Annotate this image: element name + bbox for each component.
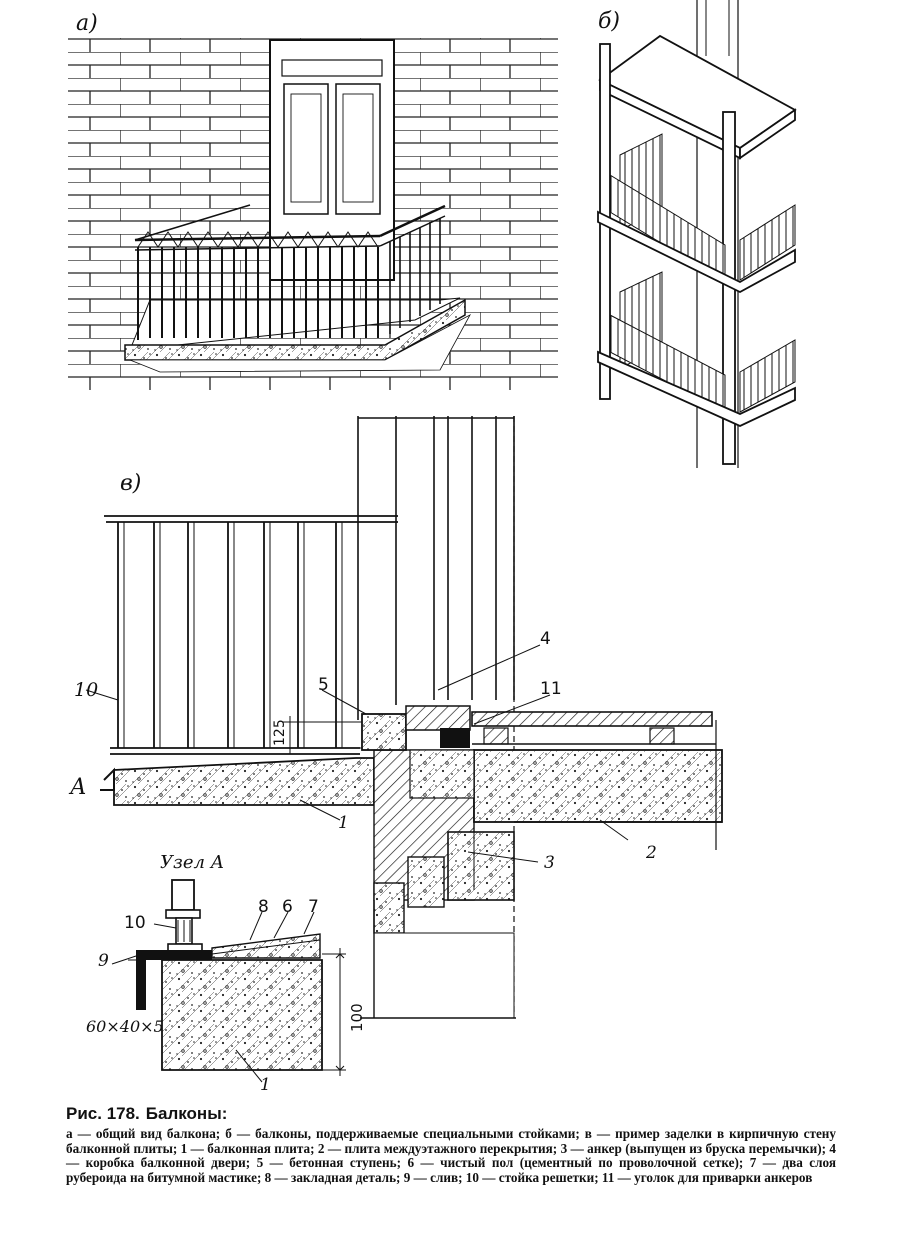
panel-a-balcony-general-view: а) (68, 11, 558, 390)
figure-caption: Рис. 178. Балконы: а — общий вид балкона;… (66, 1104, 836, 1185)
detail-dimension-100: 100 (348, 1003, 366, 1032)
detail-callout-9: 9 (98, 951, 109, 971)
node-a-detail: Узел А 10 8 6 7 9 1 100 60×40×5 (86, 852, 366, 1095)
callout-2: 2 (645, 843, 657, 863)
callout-5: 5 (318, 675, 329, 695)
panel-a-label: а) (76, 11, 98, 36)
section-mark-a: А (68, 775, 87, 800)
panel-b-balconies-on-posts: б) (597, 0, 797, 468)
callout-3: 3 (544, 853, 555, 873)
panel-b-label: б) (598, 9, 620, 34)
angle-size-label: 60×40×5 (86, 1017, 164, 1036)
detail-callout-8: 8 (258, 897, 269, 917)
detail-callout-1: 1 (260, 1075, 271, 1095)
figure-number: Рис. 178. (66, 1104, 140, 1123)
figure-title: Балконы: (145, 1104, 228, 1123)
callout-11: 11 (540, 679, 562, 699)
detail-callout-6: 6 (282, 897, 293, 917)
node-a-title: Узел А (160, 852, 224, 873)
figure-legend: а — общий вид балкона; б — балконы, подд… (66, 1126, 836, 1185)
caption-title-line: Рис. 178. Балконы: (66, 1104, 836, 1124)
callout-4: 4 (540, 629, 551, 649)
detail-callout-7: 7 (308, 897, 319, 917)
detail-callout-10: 10 (124, 913, 146, 933)
panel-c-slab-embedding-section: в) А 10 5 4 11 1 2 3 125 (68, 416, 723, 1019)
callout-10: 10 (74, 679, 98, 701)
dimension-125: 125 (272, 719, 288, 746)
balcony-drawing: а) б) (68, 0, 797, 1095)
callout-1: 1 (338, 813, 349, 833)
panel-c-label: в) (120, 471, 141, 496)
